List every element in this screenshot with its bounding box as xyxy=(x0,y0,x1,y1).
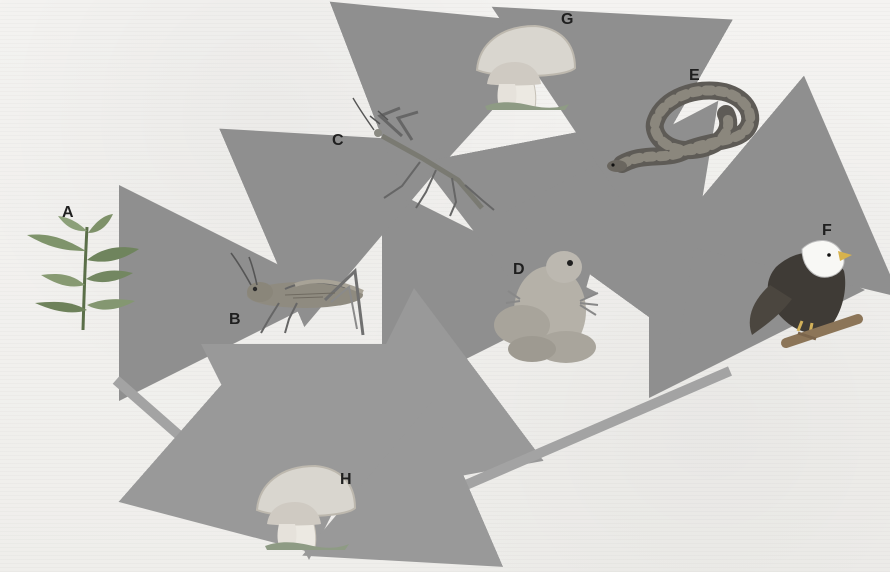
frog-icon xyxy=(494,251,598,363)
mantis-icon xyxy=(353,98,494,216)
label-d: D xyxy=(513,262,525,278)
plant-icon xyxy=(27,214,139,330)
label-c: C xyxy=(332,133,344,149)
snake-icon xyxy=(607,90,750,172)
mushroom-icon xyxy=(477,26,575,110)
label-e: E xyxy=(689,68,700,84)
label-g: G xyxy=(561,12,573,28)
label-a: A xyxy=(62,205,74,221)
grasshopper-icon xyxy=(231,253,363,335)
eagle-icon xyxy=(750,240,858,343)
label-b: B xyxy=(229,312,241,328)
label-f: F xyxy=(822,223,832,239)
label-h: H xyxy=(340,472,352,488)
